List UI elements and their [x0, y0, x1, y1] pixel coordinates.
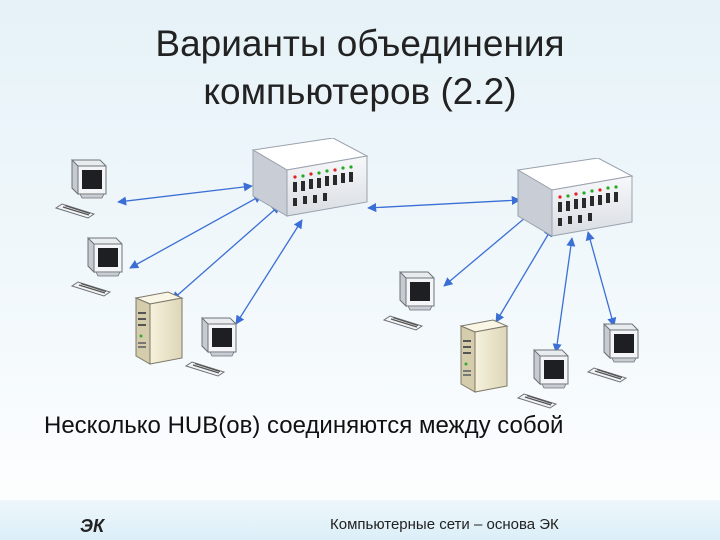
workstation-icon-pc2 [71, 237, 123, 297]
slide-title: Варианты объединения компьютеров (2.2) [0, 20, 720, 116]
hub-icon-hub1 [252, 138, 368, 217]
workstation-icon-pc1 [55, 159, 107, 219]
link-hub2-pc4 [443, 211, 533, 287]
nodes-layer [55, 138, 639, 409]
slide-caption: Несколько HUB(ов) соединяются между собо… [44, 412, 564, 439]
title-line-1: Варианты объединения [155, 23, 565, 64]
link-hub2-srv2 [495, 227, 553, 323]
link-hub1-hub2 [367, 195, 521, 213]
footer-course-title: Компьютерные сети – основа ЭК [330, 516, 559, 533]
workstation-icon-pc3 [185, 317, 237, 377]
footer-bar [0, 500, 720, 540]
link-hub1-pc1 [117, 182, 253, 206]
link-hub1-pc3 [235, 219, 303, 325]
links-layer [117, 182, 617, 353]
server-icon-srv2 [460, 319, 508, 393]
footer-logo-text: ЭК [80, 516, 105, 536]
link-hub1-srv1 [171, 204, 281, 301]
workstation-icon-pc4 [383, 271, 435, 331]
workstation-icon-pc5 [517, 349, 569, 409]
link-hub2-pc6 [585, 231, 617, 327]
workstation-icon-pc6 [587, 323, 639, 383]
title-line-2: компьютеров (2.2) [203, 71, 517, 112]
link-hub2-pc5 [552, 237, 576, 353]
link-hub1-pc2 [129, 194, 263, 269]
server-icon-srv1 [135, 291, 183, 365]
hub-icon-hub2 [517, 158, 633, 237]
